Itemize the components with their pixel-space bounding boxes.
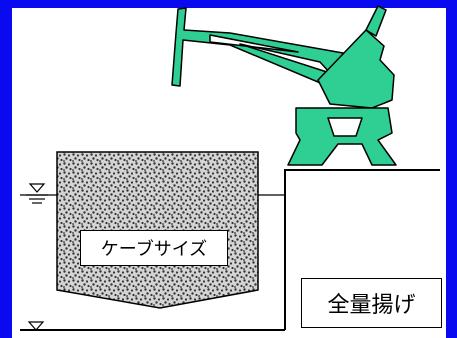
method-text: 全量揚げ [327,293,416,318]
frame-top [0,0,457,8]
seabed-level-icon [27,321,45,331]
frame-right [446,0,457,338]
crane [171,5,397,166]
cake-size-text: ケーブサイズ [100,239,208,260]
frame-left [0,0,12,338]
method-label: 全量揚げ [301,278,442,328]
quay-wall [284,169,440,330]
cake-size-label: ケーブサイズ [80,230,228,266]
water-level-icon [26,183,48,204]
